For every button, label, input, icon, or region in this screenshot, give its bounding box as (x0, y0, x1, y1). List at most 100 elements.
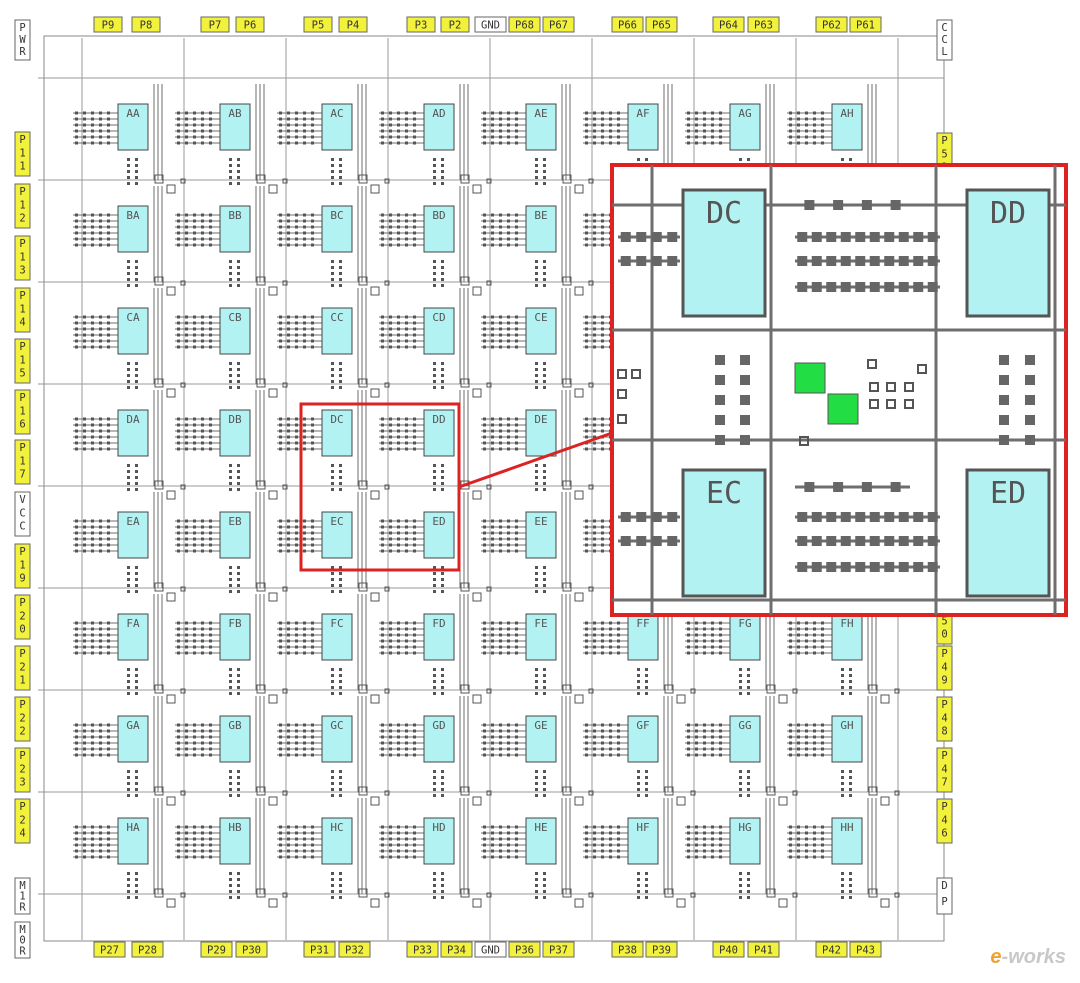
connection-dot (83, 226, 86, 229)
connection-dot (177, 634, 180, 637)
connection-dot (441, 794, 444, 797)
clb-label: GA (126, 719, 140, 732)
connection-dot (841, 680, 844, 683)
connection-dot (507, 244, 510, 247)
connection-dot (185, 748, 188, 751)
connection-dot (789, 838, 792, 841)
connection-dot (491, 544, 494, 547)
switch-box (473, 695, 481, 703)
connection-dot (805, 130, 808, 133)
connection-dot (127, 380, 130, 383)
connection-dot (201, 742, 204, 745)
connection-dot (311, 850, 314, 853)
connection-dot (177, 112, 180, 115)
connection-dot (295, 550, 298, 553)
connection-dot (279, 640, 282, 643)
connection-dot (585, 844, 588, 847)
connection-dot (107, 640, 110, 643)
pad-label-char: 1 (19, 147, 25, 159)
connection-dot (295, 448, 298, 451)
connection-dot (91, 130, 94, 133)
connection-dot (127, 260, 130, 263)
connection-dot (433, 590, 436, 593)
connection-dot (687, 112, 690, 115)
clb-label: HA (126, 821, 140, 834)
connection-dot (201, 244, 204, 247)
connection-dot (237, 260, 240, 263)
connection-dot (433, 890, 436, 893)
connection-dot (543, 686, 546, 689)
connection-dot (593, 142, 596, 145)
connection-dot (135, 266, 138, 269)
connection-dot (441, 680, 444, 683)
connection-dot (127, 464, 130, 467)
connection-dot (331, 896, 334, 899)
connection-dot (813, 640, 816, 643)
connection-dot (91, 520, 94, 523)
switch-box (269, 389, 277, 397)
connection-dot (279, 142, 282, 145)
connection-dot (535, 578, 538, 581)
connection-dot (483, 328, 486, 331)
connection-dot (107, 130, 110, 133)
connection-dot (535, 776, 538, 779)
connection-dot (711, 742, 714, 745)
connection-dot (295, 436, 298, 439)
connection-dot (135, 374, 138, 377)
connection-dot (535, 488, 538, 491)
connection-dot (311, 424, 314, 427)
connection-dot (543, 896, 546, 899)
connection-dot (201, 526, 204, 529)
connection-dot (193, 628, 196, 631)
connection-dot (601, 652, 604, 655)
connection-dot (397, 436, 400, 439)
connection-dot (311, 112, 314, 115)
connection-dot (127, 674, 130, 677)
connection-dot (813, 652, 816, 655)
connection-dot (687, 826, 690, 829)
connection-dot (491, 850, 494, 853)
switch-box (167, 593, 175, 601)
connection-dot (585, 640, 588, 643)
connection-dot (99, 832, 102, 835)
connection-dot (441, 686, 444, 689)
connection-dot (389, 220, 392, 223)
connection-dot (331, 260, 334, 263)
clb-label: AH (840, 107, 853, 120)
connection-dot (405, 448, 408, 451)
connection-dot (813, 838, 816, 841)
connection-dot (813, 634, 816, 637)
connection-dot (711, 124, 714, 127)
connection-dot (601, 112, 604, 115)
connection-dot (593, 742, 596, 745)
connection-dot (601, 628, 604, 631)
pad-label-char: W (19, 34, 26, 46)
connection-dot (617, 748, 620, 751)
connection-dot (515, 334, 518, 337)
connection-dot (711, 112, 714, 115)
connection-dot (229, 566, 232, 569)
connection-dot (483, 220, 486, 223)
connection-dot (177, 418, 180, 421)
connection-dot (83, 838, 86, 841)
connection-dot (797, 634, 800, 637)
connection-dot (499, 754, 502, 757)
connection-dot (499, 214, 502, 217)
connection-dot (703, 856, 706, 859)
connection-dot (209, 142, 212, 145)
connection-dot (311, 142, 314, 145)
connection-dot (75, 322, 78, 325)
connection-dot (237, 158, 240, 161)
connection-dot (515, 646, 518, 649)
connection-dot (287, 532, 290, 535)
connection-dot (711, 628, 714, 631)
connection-dot (389, 334, 392, 337)
connection-dot (193, 622, 196, 625)
connection-dot (483, 238, 486, 241)
connection-dot (585, 448, 588, 451)
connection-dot (331, 776, 334, 779)
connection-dot (483, 214, 486, 217)
connection-dot (797, 856, 800, 859)
connection-dot (295, 538, 298, 541)
